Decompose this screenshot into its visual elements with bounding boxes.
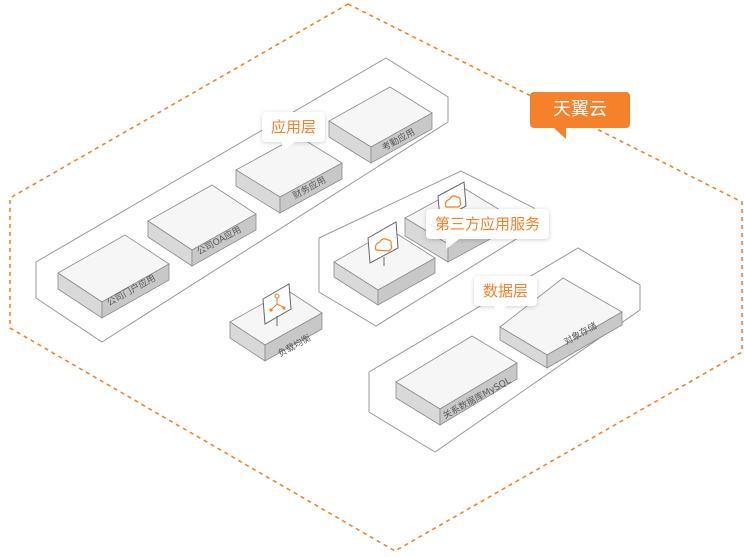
third-party-service-box-1 bbox=[333, 221, 436, 306]
cloud-boundary bbox=[9, 3, 743, 552]
finance-app-box: 财务应用 bbox=[235, 135, 343, 214]
load-balancer-box: 负载均衡 bbox=[229, 283, 323, 362]
third-party-label: 第三方应用服务 bbox=[426, 209, 550, 249]
application-layer-callout: 应用层 bbox=[262, 112, 326, 152]
relational-db-box: 关系数据库MySQL bbox=[395, 335, 518, 426]
third-party-callout: 第三方应用服务 bbox=[426, 209, 550, 249]
data-layer-label: 数据层 bbox=[474, 276, 538, 316]
portal-app-box: 公司门户应用 bbox=[57, 234, 170, 319]
load-balancer-icon bbox=[262, 283, 292, 326]
application-layer-label: 应用层 bbox=[262, 112, 326, 152]
data-layer-callout: 数据层 bbox=[474, 276, 538, 316]
cloud-monitor-icon bbox=[367, 221, 399, 266]
brand-badge: 天翼云 bbox=[530, 92, 630, 139]
object-storage-box: 对象存储 bbox=[499, 277, 623, 369]
